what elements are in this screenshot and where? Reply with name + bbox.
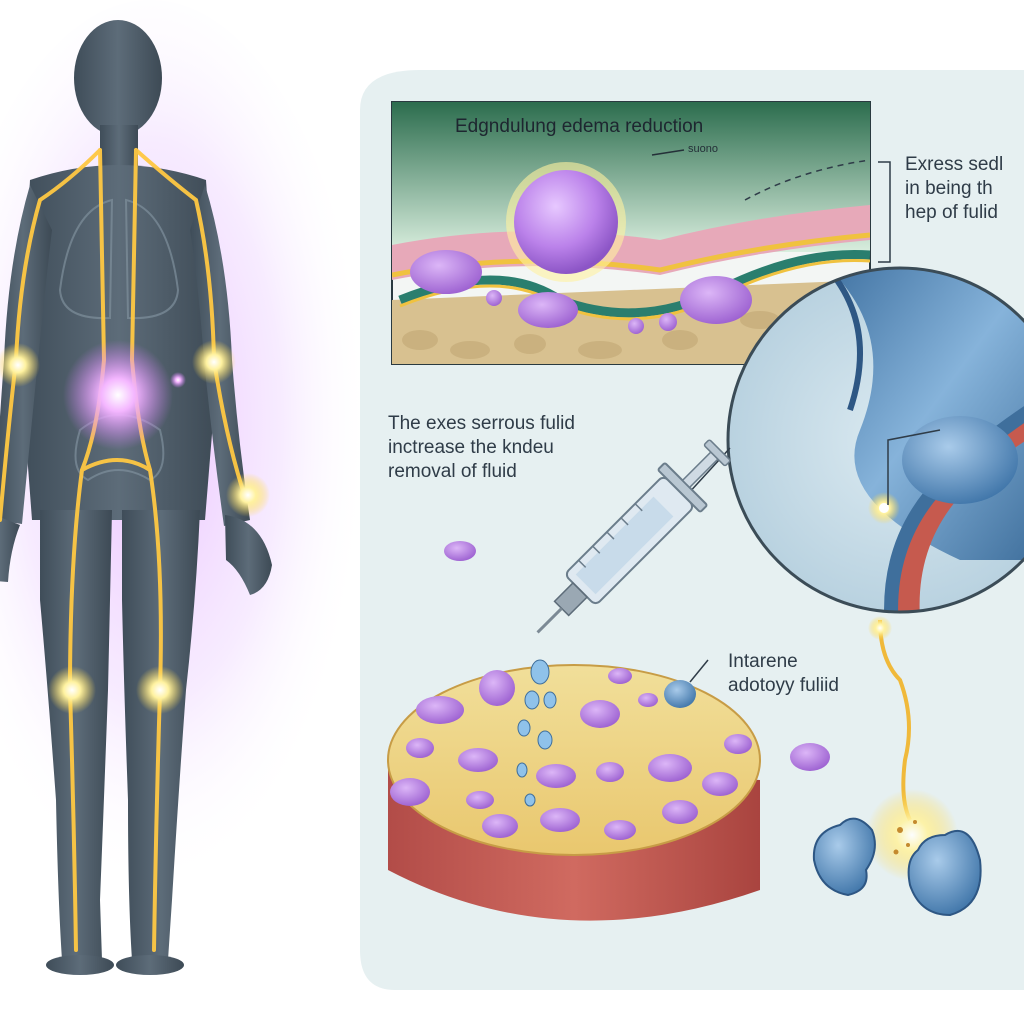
tissue-inset: [391, 101, 871, 365]
node-right-knee: [136, 666, 184, 714]
abdomen-glow: [63, 340, 173, 450]
callout-line: in being th: [905, 177, 993, 199]
dashed-leader: [744, 159, 871, 201]
blue-cell: [664, 680, 696, 708]
tissue-disc: [387, 659, 761, 921]
callout-line: inctrease the kndeu: [388, 436, 554, 458]
node-right-wrist: [226, 473, 270, 517]
node-right-elbow: [192, 340, 236, 384]
kidney-icon: [812, 789, 982, 917]
inset-title: Edgndulung edema reduction: [455, 116, 704, 137]
floating-cell-left: [444, 541, 476, 561]
callout-bottom: Intarene adotoyy fuliid: [728, 650, 839, 698]
bottom-callout-leader: [689, 659, 709, 683]
callout-line: The exes serrous fulid: [388, 413, 575, 434]
disc-cells: [390, 668, 752, 840]
inset-sublabel: suono: [688, 143, 718, 155]
lymph-node-glow: [868, 616, 892, 640]
callout-top-right: Exress sedl in being th hep of fulid: [905, 153, 1003, 224]
callout-line: Intarene: [728, 651, 798, 672]
small-sparkle: [170, 372, 186, 388]
node-left-knee: [48, 666, 96, 714]
cell-icon: [514, 170, 618, 274]
glow-nodes: [0, 340, 270, 714]
callout-bracket: [878, 161, 891, 263]
floating-cell-right: [790, 743, 830, 771]
callout-line: removal of fluid: [388, 460, 517, 482]
magnifier-lens-icon: [726, 266, 1024, 614]
callout-line: adotoyy fuliid: [728, 674, 839, 696]
callout-line: hep of fulid: [905, 201, 998, 223]
human-figure: [0, 0, 370, 975]
callout-middle: The exes serrous fulid inctrease the knd…: [388, 412, 575, 483]
fluid-droplets: [516, 659, 557, 807]
callout-line: Exress sedl: [905, 154, 1004, 175]
node-left-elbow: [0, 343, 40, 387]
sublabel-leader: [651, 149, 685, 156]
syringe-icon: [536, 439, 731, 634]
